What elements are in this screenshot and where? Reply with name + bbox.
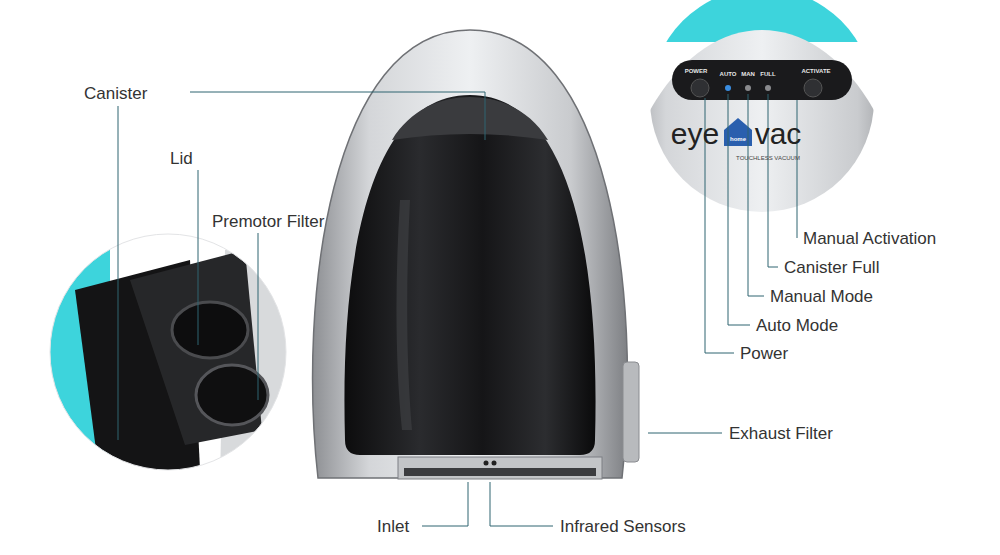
- activate-button: [804, 79, 822, 97]
- logo-text: home: [730, 136, 746, 142]
- control-panel-inset: [612, 0, 912, 510]
- leader-line: [198, 170, 199, 345]
- part-label: Exhaust Filter: [729, 425, 833, 442]
- part-label: Manual Activation: [803, 230, 936, 247]
- inlet-slot: [404, 468, 596, 476]
- logo-text: eye: [671, 119, 719, 149]
- body-shell: [313, 30, 628, 478]
- leader-line: [648, 433, 722, 434]
- part-label: Auto Mode: [756, 317, 838, 334]
- button-label: ACTIVATE: [801, 68, 830, 74]
- part-label: Manual Mode: [770, 288, 873, 305]
- premotor-filter: [196, 365, 268, 425]
- exhaust-filter: [623, 362, 639, 462]
- indicator-label: MAN: [741, 71, 755, 77]
- leader-line: [190, 92, 485, 140]
- leader-line: [490, 482, 553, 526]
- infrared-sensor: [484, 461, 489, 466]
- part-label: Premotor Filter: [212, 213, 324, 230]
- vacuum-body: [313, 30, 639, 479]
- leader-line: [422, 482, 468, 526]
- power-button: [691, 79, 709, 97]
- full-led: [765, 85, 771, 91]
- indicator-label: FULL: [760, 71, 775, 77]
- logo-text: vac: [755, 119, 802, 149]
- inset-rim: [50, 234, 286, 470]
- part-label: Inlet: [377, 518, 409, 535]
- leader-lines: [118, 92, 797, 526]
- control-strip: [672, 60, 852, 100]
- window-highlight: [396, 200, 412, 430]
- part-label: Power: [740, 345, 788, 362]
- part-label: Lid: [170, 150, 193, 167]
- canister-lid-band: [392, 97, 548, 140]
- manual-led: [745, 85, 751, 91]
- infrared-sensor: [492, 461, 497, 466]
- inset-ground: [40, 225, 300, 485]
- lid-opening: [172, 302, 248, 358]
- button-label: POWER: [685, 68, 708, 74]
- indicator-label: AUTO: [720, 71, 737, 77]
- auto-led: [725, 85, 731, 91]
- logo-tagline: TOUCHLESS VACUUM: [736, 155, 800, 161]
- canister-window: [344, 95, 595, 455]
- leader-line: [258, 233, 259, 400]
- part-label: Canister: [84, 85, 147, 102]
- canister-inset: [40, 225, 300, 485]
- leader-line: [728, 94, 750, 325]
- inlet-base: [398, 457, 602, 479]
- leader-line: [118, 106, 119, 440]
- device-dome: [612, 30, 912, 510]
- part-label: Canister Full: [784, 259, 879, 276]
- part-label: Infrared Sensors: [560, 518, 686, 535]
